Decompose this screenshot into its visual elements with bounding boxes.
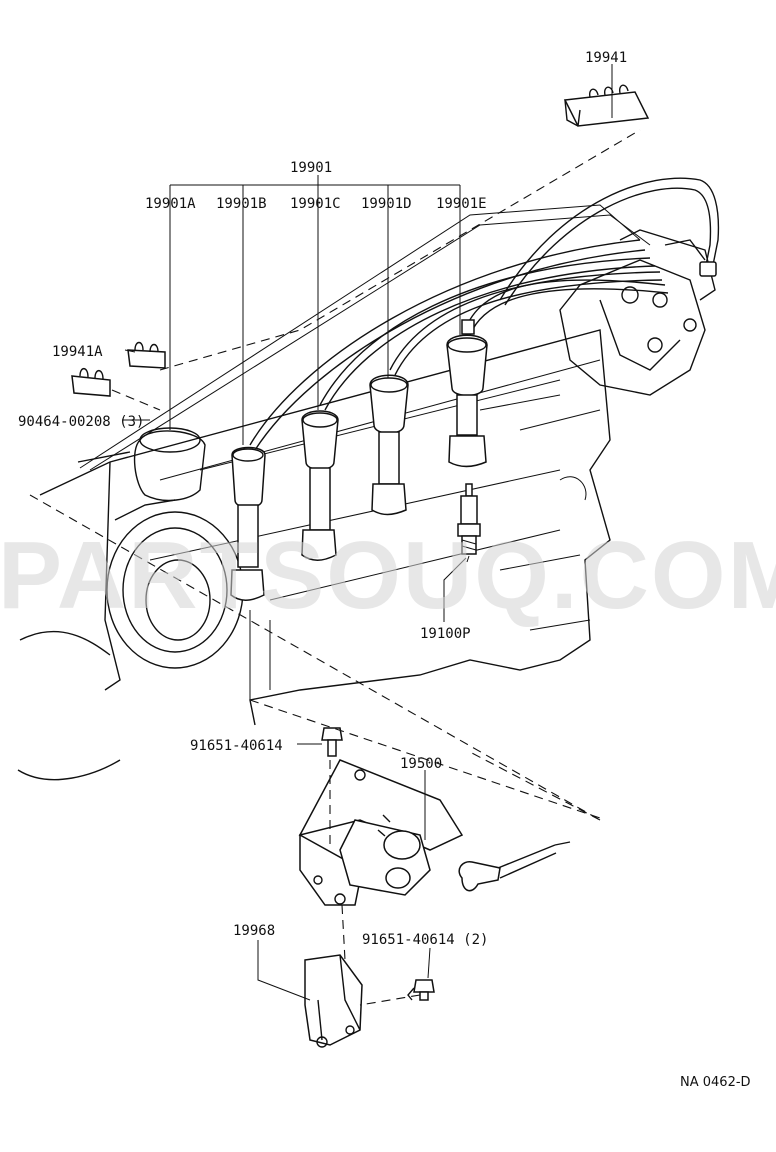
callout-19941A: 19941A: [52, 344, 103, 360]
wire-clamp-19941A: [127, 341, 166, 369]
drawing-code: NA 0462-D: [680, 1075, 751, 1090]
spark-plug: [457, 483, 481, 563]
wire-clamp-19941: [563, 84, 650, 127]
assembly-lines: [29, 129, 641, 1006]
clip-90464: [71, 367, 111, 397]
callout-19901E: 19901E: [436, 196, 487, 212]
callout-19901B: 19901B: [216, 196, 267, 212]
plug-boots: [230, 319, 488, 601]
watermark-text: PARTSOUQ.COM: [0, 522, 776, 629]
bracket-19968: [304, 954, 363, 1048]
bolt-upper: [321, 727, 343, 757]
callout-19901C: 19901C: [290, 196, 341, 212]
bolt-lower: [407, 979, 435, 1001]
coil-wire: [458, 841, 571, 892]
distributor: [559, 229, 716, 396]
callout-19500: 19500: [400, 756, 442, 772]
leader-lines: [122, 64, 613, 1001]
ignition-coil: [298, 759, 464, 906]
callout-19901A: 19901A: [145, 196, 196, 212]
callout-91651-lower: 91651-40614 (2): [362, 932, 488, 948]
callout-19100P: 19100P: [420, 626, 471, 642]
callout-19941: 19941: [585, 50, 627, 66]
callout-19901: 19901: [290, 160, 332, 176]
callout-90464: 90464-00208 (3): [18, 414, 144, 430]
callout-19968: 19968: [233, 923, 275, 939]
callout-91651-upper: 91651-40614: [190, 738, 283, 754]
callout-19901D: 19901D: [361, 196, 412, 212]
ignition-wire-set: [79, 177, 720, 471]
